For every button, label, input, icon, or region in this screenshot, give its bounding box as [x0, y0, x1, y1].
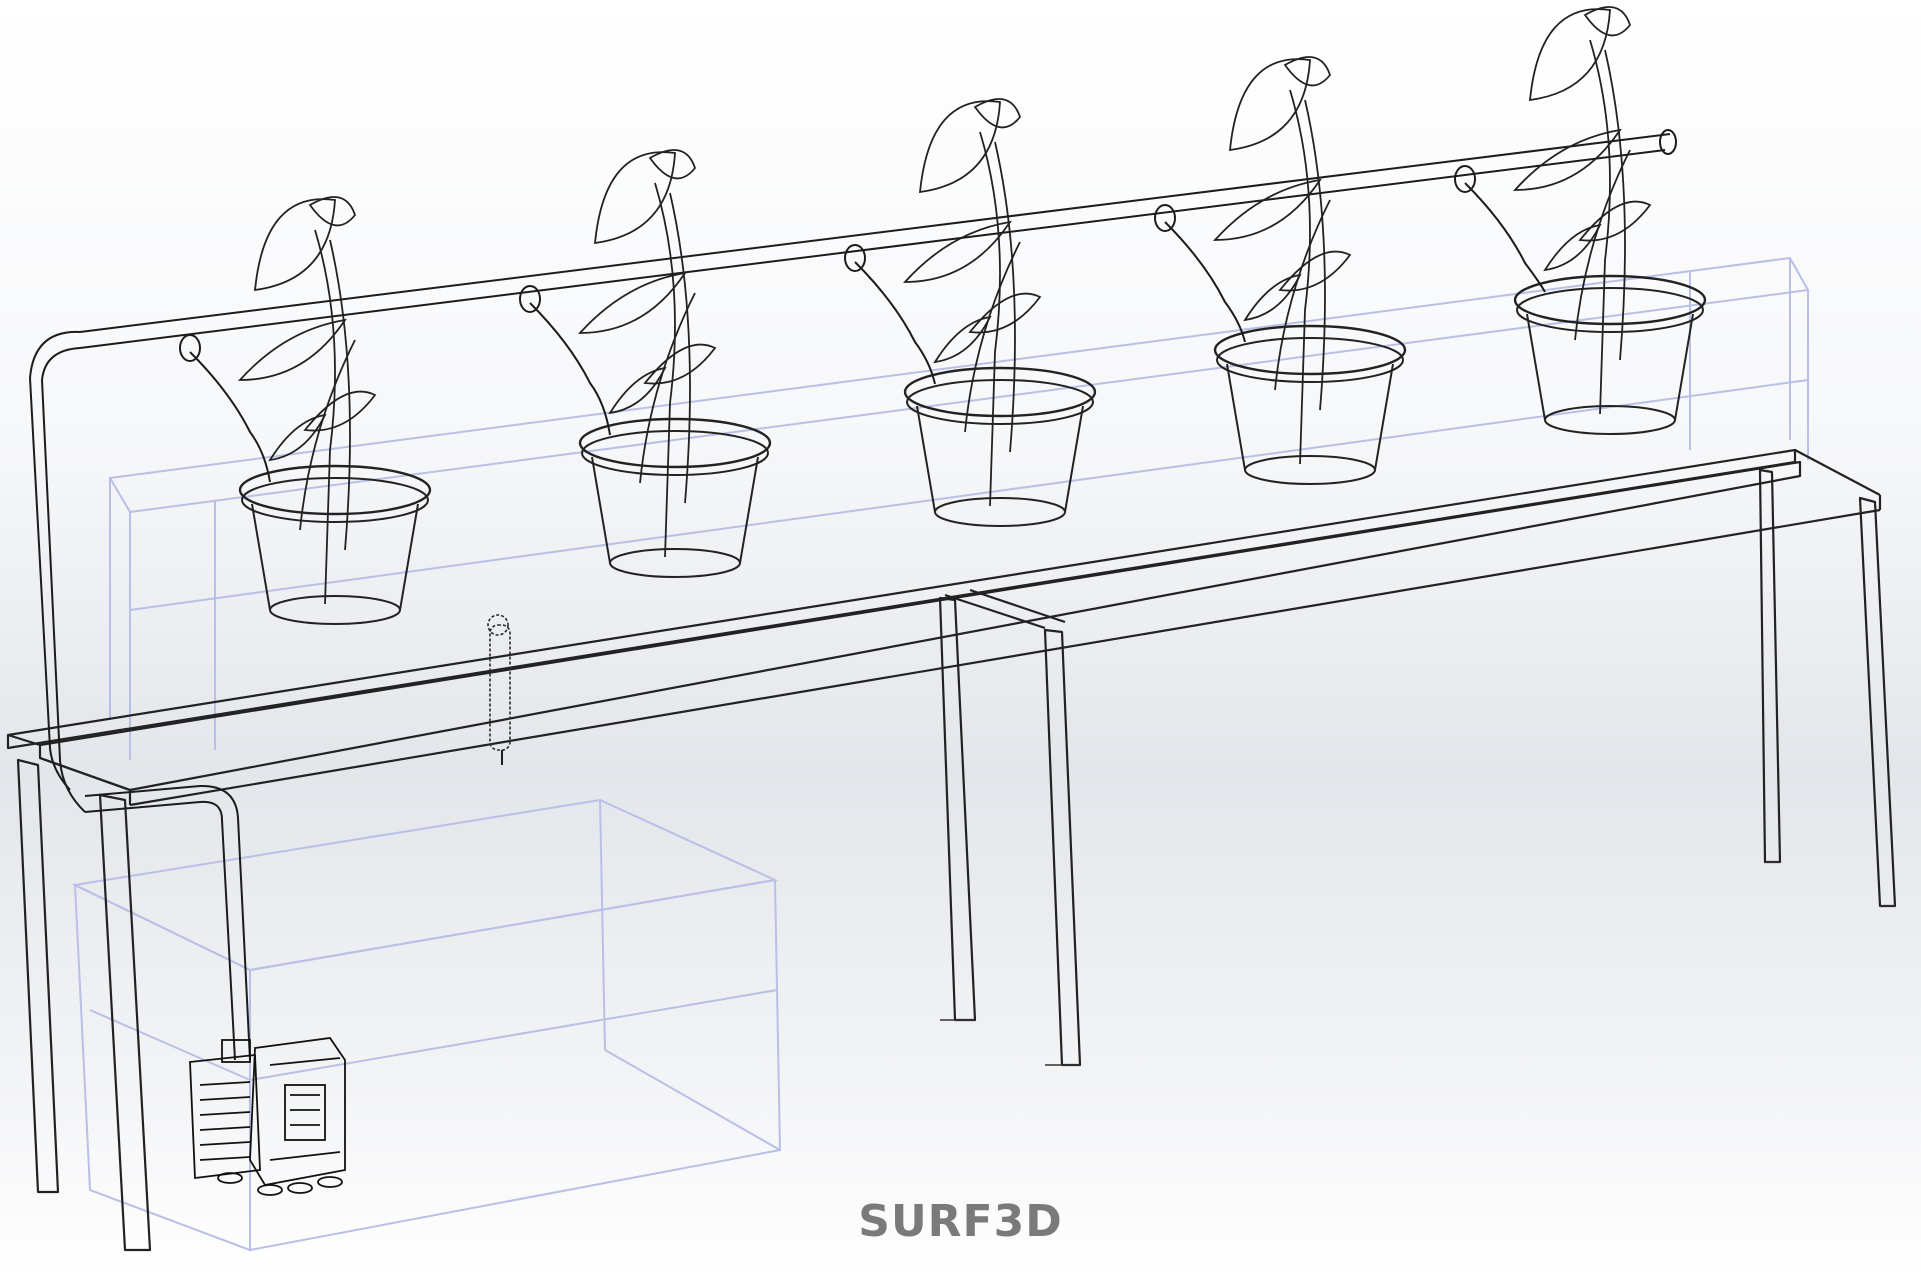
plant-stem [654, 182, 676, 558]
leaf-lower [968, 292, 1042, 334]
leaf-base [608, 366, 667, 415]
drip-line [1464, 182, 1546, 293]
leaf-top [593, 151, 676, 245]
leaf-lower [1578, 200, 1652, 242]
pot-side-right [1674, 313, 1694, 421]
leaf-lower [643, 343, 717, 385]
leaf-top [253, 198, 336, 292]
pot-side-left [251, 503, 271, 611]
pot-rim [238, 464, 432, 516]
plant-stem-2 [1304, 99, 1326, 411]
leaf-base [268, 413, 327, 462]
plant-stem-3 [299, 339, 356, 531]
plant-stem [1289, 89, 1311, 465]
pot-base [934, 497, 1066, 527]
supply-pipe [28, 129, 1677, 1061]
leaf-base [1543, 223, 1602, 272]
pot-rim-inner [581, 430, 769, 476]
pot-rim-inner [906, 379, 1094, 425]
leaf-lower [303, 390, 377, 432]
plant-stem [314, 229, 336, 605]
upper-tray [108, 256, 1810, 760]
pot-side-right [1374, 363, 1394, 471]
leaf-top-2 [1583, 6, 1632, 37]
plant-stem-3 [639, 292, 696, 484]
plant-stem-3 [1574, 149, 1631, 341]
pot-side-right [739, 456, 759, 564]
leaf-top-2 [648, 149, 697, 180]
pot-side-right [399, 503, 419, 611]
pot-base [1544, 405, 1676, 435]
pot-side-left [916, 405, 936, 513]
leaf-lower [1278, 250, 1352, 292]
pot-base [1244, 455, 1376, 485]
plant-pot-3 [844, 98, 1097, 527]
plant-pot-5 [1454, 6, 1707, 435]
leaf-middle [1512, 128, 1622, 191]
pot-rim [903, 366, 1097, 418]
drip-connector [179, 334, 201, 362]
table-frame [6, 448, 1897, 1252]
pot-rim-inner [241, 477, 429, 523]
plant-stem-3 [964, 241, 1021, 433]
leaf-middle [237, 318, 347, 381]
pot-rim-inner [1216, 337, 1404, 383]
drip-connector [1454, 165, 1476, 193]
leaf-middle [1212, 178, 1322, 241]
plant-stem [979, 131, 1001, 507]
surf3d-watermark: SURF3D [858, 1196, 1063, 1247]
pot-rim [578, 417, 772, 469]
leaf-top-2 [973, 98, 1022, 129]
plant-pots [179, 6, 1707, 625]
water-pump [189, 1037, 346, 1196]
pot-side-left [1526, 313, 1546, 421]
leaf-top [918, 100, 1001, 194]
drip-line [529, 302, 611, 436]
plant-stem-2 [994, 141, 1016, 453]
pot-rim [1513, 274, 1707, 326]
pot-side-left [591, 456, 611, 564]
plant-pot-1 [179, 196, 432, 625]
reservoir-tank [71, 798, 782, 1252]
leaf-top-2 [1283, 56, 1332, 87]
plant-stem-2 [669, 192, 691, 504]
plant-pot-4 [1154, 56, 1407, 485]
pot-side-right [1064, 405, 1084, 513]
leaf-base [1243, 273, 1302, 322]
pot-rim-inner [1516, 287, 1704, 333]
pot-base [609, 548, 741, 578]
drip-line [854, 261, 936, 385]
plant-stem-2 [329, 239, 351, 551]
drip-connector [1154, 204, 1176, 232]
pot-side-left [1226, 363, 1246, 471]
drip-connector [519, 285, 541, 313]
leaf-middle [902, 220, 1012, 283]
drip-connector [844, 244, 866, 272]
plant-stem-2 [1604, 49, 1626, 361]
pot-rim [1213, 324, 1407, 376]
drip-line [189, 351, 271, 483]
leaf-top-2 [308, 196, 357, 227]
pot-base [269, 595, 401, 625]
plant-pot-2 [519, 149, 772, 578]
leaf-middle [577, 271, 687, 334]
leaf-top [1528, 8, 1611, 102]
plant-stem-3 [1274, 199, 1331, 391]
drip-line [1164, 221, 1246, 343]
leaf-base [933, 315, 992, 364]
leaf-top [1228, 58, 1311, 152]
plant-stem [1589, 39, 1611, 415]
